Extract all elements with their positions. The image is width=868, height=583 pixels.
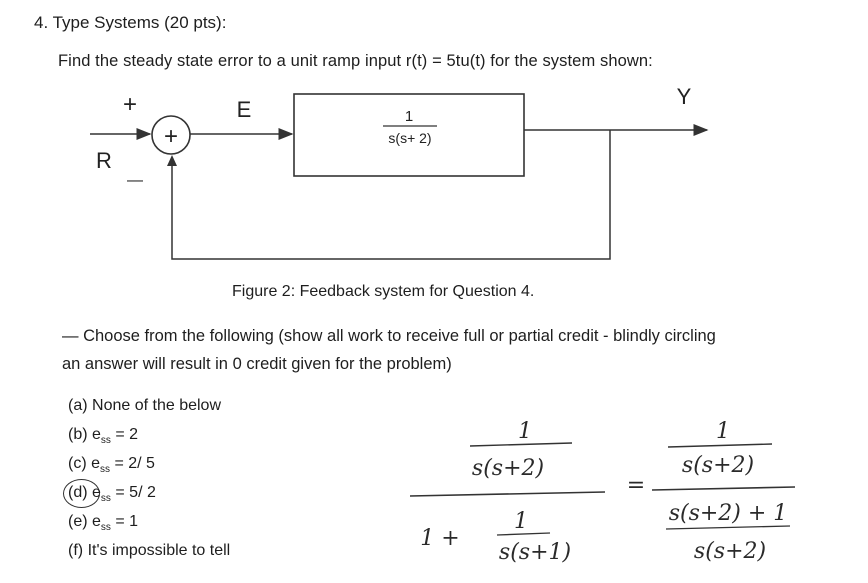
option-c-var: e [91,455,101,472]
option-e[interactable]: (e) ess = 1 [68,513,139,533]
question-title: 4. Type Systems (20 pts): [34,13,227,32]
option-e-letter: (e) [68,513,88,530]
option-c-letter: (c) [68,455,87,472]
hw-left-den-bar [496,532,551,536]
option-e-text: = 1 [115,513,139,530]
hw-left-num-den: s(s+2) [472,456,544,481]
option-d-letter: (d) [68,484,88,501]
option-a-text: None of the below [92,397,221,414]
option-c-text: = 2/ 5 [114,455,155,472]
hw-main-bar-left [409,491,606,497]
hw-left-num-num: 1 [518,419,532,444]
hw-equals: = [627,473,645,498]
hw-right-den-bot: s(s+2) [694,539,766,564]
hw-right-num-num: 1 [716,419,730,444]
label-y: Y [677,84,692,109]
figure-caption: Figure 2: Feedback system for Question 4… [232,283,535,300]
option-b-text: = 2 [115,426,139,443]
instructions-line-2: an answer will result in 0 credit given … [62,355,452,373]
option-c-subscript: ss [100,464,111,475]
hw-left-num-bar [469,442,573,447]
option-b-letter: (b) [68,426,88,443]
option-f-letter: (f) [68,542,84,559]
option-d-var: e [92,484,101,501]
plus-sign-label: + [123,91,137,118]
option-b-var: e [92,426,101,443]
hw-right-num-bar [667,443,773,448]
option-d-subscript: ss [100,493,111,504]
option-b-subscript: ss [100,435,111,446]
transfer-function-block [293,93,525,177]
option-e-subscript: ss [100,522,111,533]
minus-sign-label: — [127,172,143,189]
block-diagram: + 1 s(s+ 2) + — R E Y [90,84,709,260]
label-e: E [237,97,252,122]
option-a-letter: (a) [68,397,88,414]
feedback-arrowhead [167,155,177,166]
instructions-line-1: — Choose from the following (show all wo… [62,327,716,345]
option-b[interactable]: (b) ess = 2 [68,426,139,446]
option-a[interactable]: (a) None of the below [68,397,221,415]
option-f-text: It's impossible to tell [87,542,231,559]
summing-junction [151,115,191,155]
tf-denominator: s(s+ 2) [388,130,431,146]
hw-left-den-num: 1 [514,509,528,534]
question-prompt: Find the steady state error to a unit ra… [58,52,653,70]
hw-right-num-den: s(s+2) [682,453,754,478]
option-f[interactable]: (f) It's impossible to tell [68,542,230,560]
option-e-var: e [92,513,101,530]
feedback-path [171,130,611,260]
hw-left-den-den: s(s+1) [499,540,571,565]
answer-circle-mark [63,479,100,508]
summing-junction-symbol: + [164,123,178,150]
hw-main-bar-right [651,486,796,491]
label-r: R [96,148,112,173]
hw-right-den-bar [665,525,791,530]
tf-numerator: 1 [405,108,413,125]
option-d[interactable]: (d) ess = 5/ 2 [68,484,156,504]
hw-right-den-top: s(s+2) + 1 [669,501,788,526]
hw-left-den-prefix: 1 + [420,526,459,551]
option-d-text: = 5/ 2 [115,484,156,501]
option-c[interactable]: (c) ess = 2/ 5 [68,455,155,475]
